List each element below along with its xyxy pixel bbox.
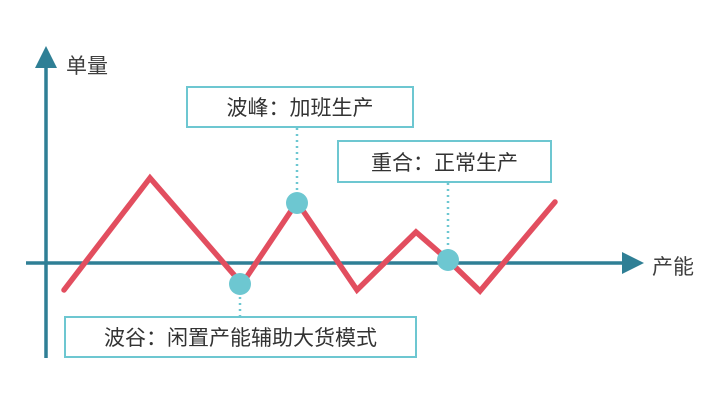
peak-marker — [286, 192, 308, 214]
overlap-callout: 重合：正常生产 — [337, 140, 552, 183]
peak-callout: 波峰：加班生产 — [186, 86, 414, 128]
order-volume-wave — [61, 173, 558, 296]
trough-callout: 波谷：闲置产能辅助大货模式 — [64, 316, 417, 358]
trough-marker — [229, 273, 251, 295]
y-axis-label: 单量 — [66, 54, 108, 78]
overlap-marker — [437, 249, 459, 271]
x-axis-arrow-icon — [622, 252, 644, 274]
x-axis-label: 产能 — [652, 255, 694, 279]
y-axis-arrow-icon — [35, 46, 57, 68]
